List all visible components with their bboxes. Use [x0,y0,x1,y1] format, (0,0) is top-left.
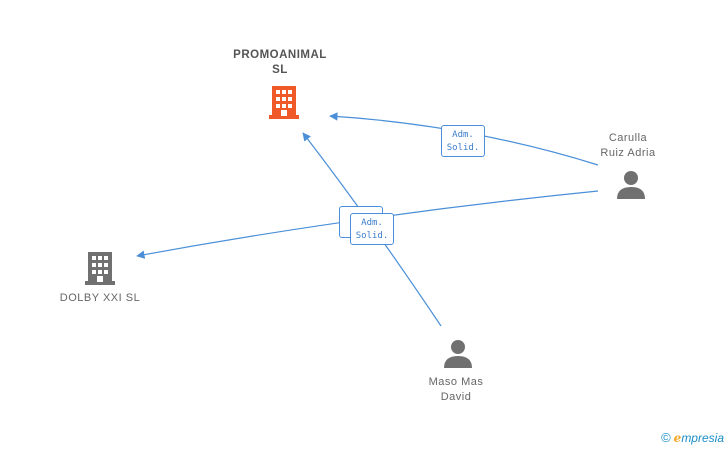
carulla-name-line2: Ruiz Adria [600,147,656,159]
edge-label-top-line2: Solid. [446,143,480,153]
promoanimal-name-line2: SL [272,64,288,76]
building-icon-dolby[interactable] [84,250,116,286]
promoanimal-name-line1: PROMOANIMAL [233,49,327,61]
edge-label-middle[interactable]: Adm. Solid. [350,213,394,245]
footer-brand[interactable]: © empresia [661,430,724,445]
node-label-promoanimal: PROMOANIMAL SL [220,48,340,78]
node-label-carulla: Carulla Ruiz Adria [578,131,678,161]
node-label-dolby: DOLBY XXI SL [40,291,160,306]
building-icon-promoanimal[interactable] [268,84,300,120]
node-label-maso: Maso Mas David [406,375,506,405]
edge-label-top-line1: Adm. [452,130,474,140]
person-icon-maso[interactable] [442,339,474,369]
maso-name-line2: David [440,391,472,403]
copyright-symbol: © [661,430,671,445]
edge-label-top[interactable]: Adm. Solid. [441,125,485,157]
edge-label-middle-line2: Solid. [355,231,389,241]
person-icon-carulla[interactable] [615,170,647,200]
carulla-name-line1: Carulla [608,132,648,144]
brand-logo: empresia [674,431,724,445]
dolby-name: DOLBY XXI SL [59,292,141,304]
brand-initial: e [673,430,682,445]
edge-label-middle-line1: Adm. [361,218,383,228]
maso-name-line1: Maso Mas [428,376,484,388]
brand-name: mpresia [681,430,724,445]
